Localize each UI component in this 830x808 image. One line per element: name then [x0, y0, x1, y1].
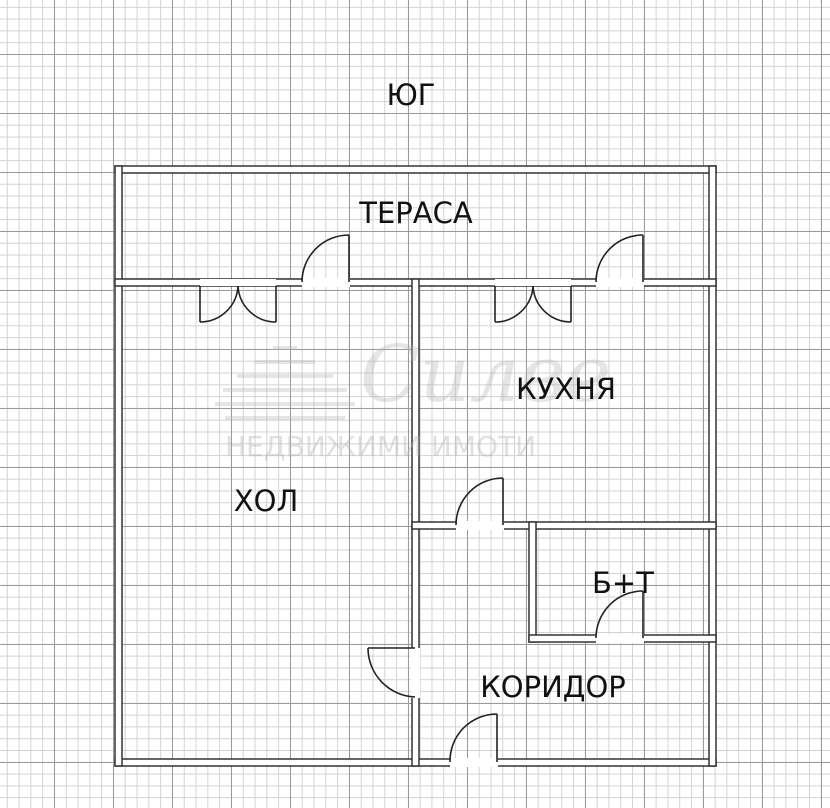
door-kitchen	[455, 477, 504, 526]
openings	[200, 278, 644, 767]
wall-left	[114, 165, 123, 767]
wall-right	[708, 165, 717, 767]
window-hall	[199, 285, 277, 323]
door-bathroom	[595, 590, 644, 639]
door-terrace-left	[301, 234, 350, 283]
wall-top	[114, 165, 717, 174]
room-label-kitchen: КУХНЯ	[515, 372, 617, 406]
room-label-corridor: КОРИДОР	[480, 670, 626, 704]
wall-kitchen-corridor	[411, 521, 717, 530]
door-hall	[367, 647, 416, 698]
room-label-bathroom: Б+Т	[592, 566, 654, 600]
doors	[199, 234, 644, 763]
window-kitchen	[494, 285, 572, 323]
wall-bath-left	[528, 521, 537, 643]
room-label-terrace: ТЕРАСА	[359, 196, 473, 230]
door-terrace-right	[595, 234, 644, 283]
door-entrance	[449, 713, 498, 763]
room-label-hall: ХОЛ	[233, 484, 299, 518]
compass-label: ЮГ	[386, 78, 436, 112]
